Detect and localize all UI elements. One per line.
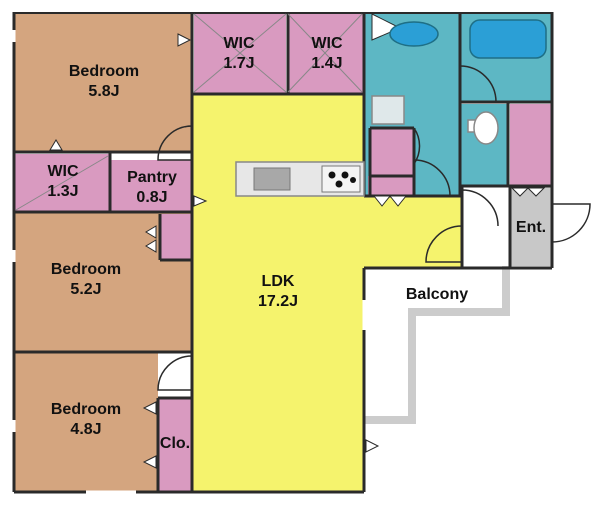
bedroom-3-label: Bedroom 4.8J [36, 400, 136, 440]
washing-machine-icon [371, 95, 405, 125]
bedroom-1-size: 5.8J [88, 83, 120, 100]
closet-area [158, 398, 192, 492]
bedroom-2-size: 5.2J [70, 281, 102, 298]
door-ldk-hall [425, 225, 463, 263]
door-entrance [551, 203, 591, 243]
bathtub-icon [469, 19, 547, 59]
bedroom-3-area [14, 352, 158, 492]
walls [12, 12, 554, 494]
ldk-size: 17.2J [257, 293, 299, 310]
wic-2-label: WIC 1.4J [292, 34, 362, 74]
closet-name: Clo. [159, 435, 191, 452]
door-swings [157, 65, 591, 391]
storage-small-2 [368, 176, 414, 196]
door-bedroom3 [157, 355, 193, 391]
wic-3-label: WIC 1.3J [28, 162, 98, 202]
small-closet-area [160, 214, 192, 260]
windows [12, 30, 366, 494]
wic-1-label: WIC 1.7J [204, 34, 274, 74]
balcony-label: Balcony [392, 285, 482, 305]
hallway-area [462, 186, 510, 266]
bedroom-1-label: Bedroom 5.8J [54, 62, 154, 102]
washbasin-icon [389, 21, 439, 47]
door-washroom [413, 159, 451, 197]
entrance-label: Ent. [510, 218, 552, 238]
bedroom-3-name: Bedroom [50, 401, 122, 418]
pantry-name: Pantry [127, 169, 177, 186]
entrance-area [510, 186, 552, 266]
wic-2-name: WIC [311, 35, 343, 52]
ldk-label: LDK 17.2J [238, 272, 318, 312]
wic-hatch-marks [15, 13, 363, 211]
door-laundry [413, 127, 421, 165]
door-toilet [461, 189, 499, 227]
wic-1-size: 1.7J [223, 55, 255, 72]
sink-icon [253, 167, 291, 191]
door-bedroom1 [157, 125, 193, 161]
closet-markers [49, 13, 546, 469]
door-bath [459, 65, 497, 103]
bedroom-2-name: Bedroom [50, 261, 122, 278]
bedroom-3-size: 4.8J [70, 421, 102, 438]
toilet-icon [473, 111, 499, 145]
entrance-name: Ent. [515, 219, 547, 236]
kitchen-counter [235, 161, 365, 197]
balcony-name: Balcony [405, 286, 469, 303]
wet-fixtures [371, 19, 547, 145]
pantry-area [110, 160, 192, 212]
wic-2-size: 1.4J [311, 55, 343, 72]
storage-area [510, 104, 552, 186]
bedroom-1-name: Bedroom [68, 63, 140, 80]
storage-small-1 [370, 128, 414, 176]
pantry-label: Pantry 0.8J [112, 168, 192, 208]
wic-1-name: WIC [223, 35, 255, 52]
wic-3-size: 1.3J [47, 183, 79, 200]
balcony-railing [364, 266, 510, 424]
bedroom-1-area [14, 12, 192, 152]
pantry-size: 0.8J [136, 189, 168, 206]
ldk-name: LDK [261, 273, 295, 290]
bedroom-2-label: Bedroom 5.2J [36, 260, 136, 300]
closet-label: Clo. [156, 434, 194, 454]
wic-3-name: WIC [47, 163, 79, 180]
